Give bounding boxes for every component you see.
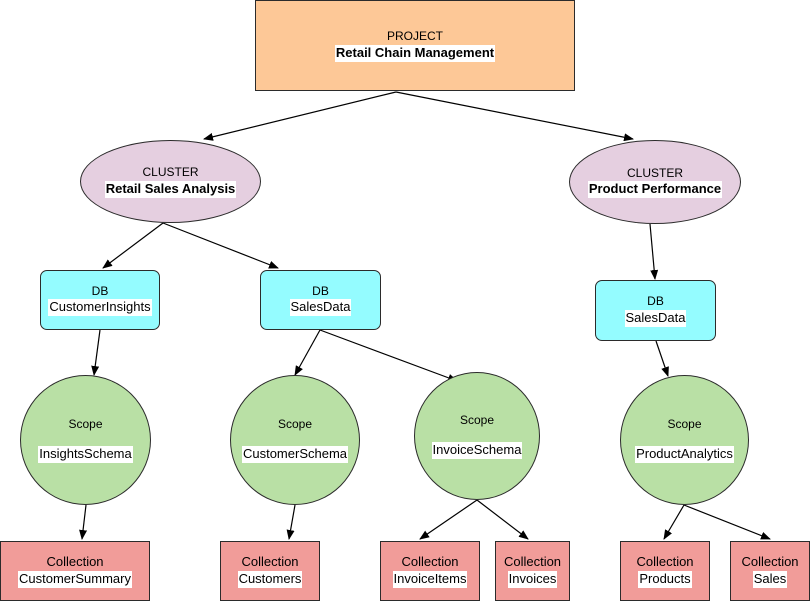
scope-name-label: InsightsSchema <box>38 446 133 464</box>
cluster-node-retail-sales-analysis[interactable]: CLUSTER Retail Sales Analysis <box>80 140 261 223</box>
scope-type-label: Scope <box>667 416 702 431</box>
scope-name-label: CustomerSchema <box>241 446 349 464</box>
collection-name-label: InvoiceItems <box>392 571 468 588</box>
edge-db-salesdata-to-scope-invoice <box>319 329 458 382</box>
edge-scope-invoice-to-collection-items <box>419 499 478 540</box>
collection-name-label: Products <box>638 571 692 588</box>
project-node[interactable]: PROJECT Retail Chain Management <box>255 0 575 91</box>
edge-scope-invoice-to-collection-invoices <box>476 499 529 540</box>
db-node-salesdata[interactable]: DB SalesData <box>260 270 381 330</box>
collection-type-label: Collection <box>636 554 694 570</box>
edge-scope-customer-to-collection-customers <box>286 504 296 540</box>
cluster-type-label: CLUSTER <box>626 165 683 180</box>
collection-node-products[interactable]: Collection Products <box>620 541 710 601</box>
db-node-customerinsights[interactable]: DB CustomerInsights <box>40 270 160 330</box>
collection-name-label: Customers <box>237 571 303 588</box>
db-node-salesdata-product[interactable]: DB SalesData <box>595 280 716 341</box>
edge-cluster-retail-to-db-salesdata <box>162 222 279 269</box>
edge-scope-analytics-to-collection-sales <box>683 504 771 540</box>
scope-name-label: InvoiceSchema <box>431 442 523 460</box>
collection-type-label: Collection <box>241 554 299 570</box>
cluster-name-label: Product Performance <box>587 181 723 199</box>
collection-type-label: Collection <box>503 554 562 570</box>
db-type-label: DB <box>647 294 664 309</box>
collection-name-label: Invoices <box>507 571 558 588</box>
edge-scope-analytics-to-collection-products <box>663 504 685 540</box>
edge-cluster-product-to-db-salesdata <box>649 223 659 280</box>
scope-type-label: Scope <box>277 416 313 431</box>
scope-type-label: Scope <box>68 416 103 431</box>
edge-scope-insights-to-collection-summary <box>79 504 88 540</box>
scope-node-customerschema[interactable]: Scope CustomerSchema <box>230 375 360 505</box>
project-type-label: PROJECT <box>386 29 443 44</box>
edge-db-customerinsights-to-scope-insights <box>91 329 101 376</box>
collection-type-label: Collection <box>401 554 459 570</box>
collection-node-customers[interactable]: Collection Customers <box>220 541 320 601</box>
collection-name-label: Sales <box>752 571 788 588</box>
project-name-label: Retail Chain Management <box>334 44 496 62</box>
cluster-name-label: Retail Sales Analysis <box>104 180 237 198</box>
collection-node-invoiceitems[interactable]: Collection InvoiceItems <box>380 541 480 601</box>
db-type-label: DB <box>91 283 109 298</box>
edge-project-to-cluster-product <box>395 91 634 142</box>
collection-name-label: CustomerSummary <box>18 571 132 588</box>
collection-node-sales[interactable]: Collection Sales <box>730 541 810 601</box>
collection-type-label: Collection <box>46 554 104 570</box>
edge-db-salesdata-product-to-scope-analytics <box>655 340 669 377</box>
scope-type-label: Scope <box>459 412 495 427</box>
collection-node-invoices[interactable]: Collection Invoices <box>495 541 570 601</box>
collection-type-label: Collection <box>741 554 799 570</box>
cluster-type-label: CLUSTER <box>142 165 199 180</box>
db-type-label: DB <box>312 283 329 298</box>
db-name-label: SalesData <box>624 309 687 327</box>
db-name-label: SalesData <box>289 299 352 317</box>
scope-node-insightsschema[interactable]: Scope InsightsSchema <box>20 375 151 505</box>
collection-node-customersummary[interactable]: Collection CustomerSummary <box>0 541 150 601</box>
edge-cluster-retail-to-db-customerinsights <box>102 222 164 269</box>
cluster-node-product-performance[interactable]: CLUSTER Product Performance <box>569 140 741 224</box>
edge-project-to-cluster-retail <box>203 91 397 141</box>
db-name-label: CustomerInsights <box>48 299 152 317</box>
scope-node-productanalytics[interactable]: Scope ProductAnalytics <box>620 375 749 505</box>
scope-node-invoiceschema[interactable]: Scope InvoiceSchema <box>414 372 540 500</box>
scope-name-label: ProductAnalytics <box>635 446 734 464</box>
edge-db-salesdata-to-scope-customer <box>294 329 321 376</box>
